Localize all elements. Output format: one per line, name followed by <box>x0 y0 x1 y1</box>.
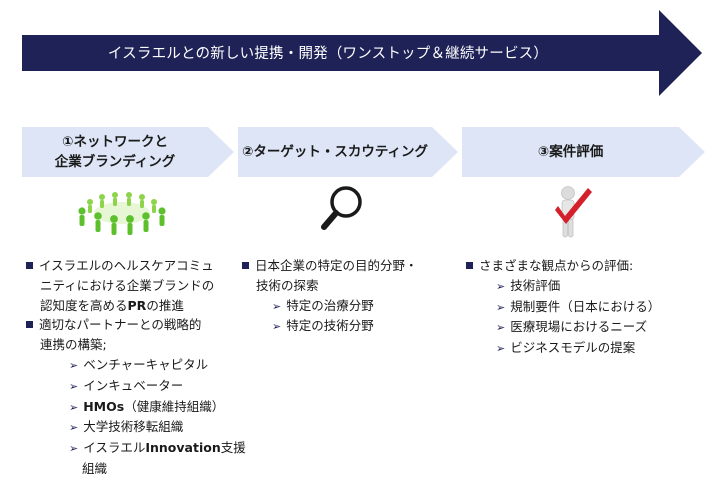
checkmark-figure-icon <box>555 186 592 238</box>
sub-list-item-text: 特定の治療分野 <box>286 297 374 313</box>
sub-list-item-text: ビジネスモデルの提案 <box>510 340 636 356</box>
list-item: イスラエルのヘルスケアコミュ <box>26 256 246 276</box>
stage-arrow-scouting <box>238 127 458 177</box>
stage-label-network-line2: 企業ブランディング <box>54 154 176 170</box>
list-item: さまざまな観点からの評価: <box>466 256 660 276</box>
sub-list-item-text: ベンチャーキャピタル <box>83 356 209 372</box>
sub-list-item-continuation: 組織 <box>26 459 246 479</box>
sub-list-item: ➢ 規制要件（日本における） <box>466 297 660 318</box>
sub-list-item-bold-text: Innovation <box>145 440 221 456</box>
stage-label-network: ①ネットワークと 企業ブランディング <box>22 127 208 177</box>
stage-arrow-network <box>22 127 234 177</box>
sub-list-item-text: （健康維持組織） <box>124 398 225 414</box>
chevron-right-icon: ➢ <box>69 421 79 435</box>
list-item: 適切なパートナーとの戦略的 <box>26 315 246 335</box>
stage-arrow-evaluation <box>462 127 705 177</box>
sub-list-item-text: 特定の技術分野 <box>286 318 374 334</box>
sub-list-item: ➢ 医療現場におけるニーズ <box>466 317 660 338</box>
chevron-right-icon: ➢ <box>272 299 282 313</box>
sub-list-item-text: 規制要件（日本における） <box>510 298 661 314</box>
magnifying-glass-icon <box>321 186 362 230</box>
scouting-bullet-list: 日本企業の特定の目的分野・ 技術の探索 ➢ 特定の治療分野 ➢ 特定の技術分野 <box>242 256 418 337</box>
list-item-text: さまざまな観点からの評価: <box>479 258 634 273</box>
bullet-square-icon <box>26 262 33 269</box>
sub-list-item-text: インキュベーター <box>83 377 184 393</box>
sub-list-item-text: 組織 <box>82 460 108 476</box>
sub-list-item-bold-text: HMOs <box>83 398 125 414</box>
chevron-right-icon: ➢ <box>69 400 79 414</box>
list-item-text: 適切なパートナーとの戦略的 <box>39 317 202 333</box>
sub-list-item-text: 大学技術移転組織 <box>83 419 184 435</box>
sub-list-item-text: イスラエル <box>83 440 146 456</box>
list-item-bold-text: PR <box>127 297 147 313</box>
sub-list-item: ➢ インキュベーター <box>26 376 246 397</box>
top-banner-arrow <box>22 10 702 96</box>
sub-list-item: ➢ 特定の技術分野 <box>242 316 418 337</box>
list-item-text: の推進 <box>146 297 184 313</box>
banner-title: イスラエルとの新しい提携・開発（ワンストップ＆継続サービス） <box>107 45 549 62</box>
chevron-right-icon: ➢ <box>496 300 506 314</box>
sub-list-item: ➢ HMOs（健康維持組織） <box>26 397 246 418</box>
chevron-right-icon: ➢ <box>496 321 506 335</box>
chevron-right-icon: ➢ <box>496 279 506 293</box>
bullet-square-icon <box>242 262 249 269</box>
people-circle-icon <box>78 192 166 235</box>
chevron-right-icon: ➢ <box>69 358 79 372</box>
sub-list-item: ➢ 特定の治療分野 <box>242 296 418 317</box>
sub-list-item-text: 技術評価 <box>510 277 561 293</box>
list-item-text: 連携の構築; <box>40 337 107 353</box>
sub-list-item: ➢ 技術評価 <box>466 276 660 297</box>
list-item-text: 技術の探索 <box>256 277 319 293</box>
chevron-right-icon: ➢ <box>69 379 79 393</box>
bullet-square-icon <box>466 262 473 269</box>
list-item-text: ニティにおける企業ブランドの <box>40 277 215 293</box>
list-item-text: イスラエルのヘルスケアコミュ <box>39 258 214 273</box>
bullet-square-icon <box>26 321 33 329</box>
list-item: 日本企業の特定の目的分野・ <box>242 256 418 276</box>
sub-list-item: ➢ ビジネスモデルの提案 <box>466 338 660 359</box>
list-item-text: 日本企業の特定の目的分野・ <box>255 258 418 273</box>
stage-label-scouting: ②ターゲット・スカウティング <box>241 144 429 160</box>
stage-label-evaluation: ③案件評価 <box>537 144 604 160</box>
list-item-text: 認知度を高める <box>40 297 128 313</box>
chevron-right-icon: ➢ <box>69 442 79 456</box>
sub-list-item-text: 支援 <box>220 440 246 456</box>
sub-list-item: ➢ ベンチャーキャピタル <box>26 355 246 376</box>
list-item-continuation: 連携の構築; <box>26 335 246 355</box>
list-item-continuation: 技術の探索 <box>242 276 418 296</box>
chevron-right-icon: ➢ <box>496 342 506 356</box>
chevron-right-icon: ➢ <box>272 320 282 334</box>
evaluation-bullet-list: さまざまな観点からの評価: ➢ 技術評価 ➢ 規制要件（日本における） ➢ 医療… <box>466 256 660 359</box>
stage-label-network-line1: ①ネットワークと <box>62 134 168 150</box>
list-item-continuation: ニティにおける企業ブランドの <box>26 276 246 296</box>
sub-list-item-text: 医療現場におけるニーズ <box>510 319 648 335</box>
sub-list-item: ➢ 大学技術移転組織 <box>26 417 246 438</box>
